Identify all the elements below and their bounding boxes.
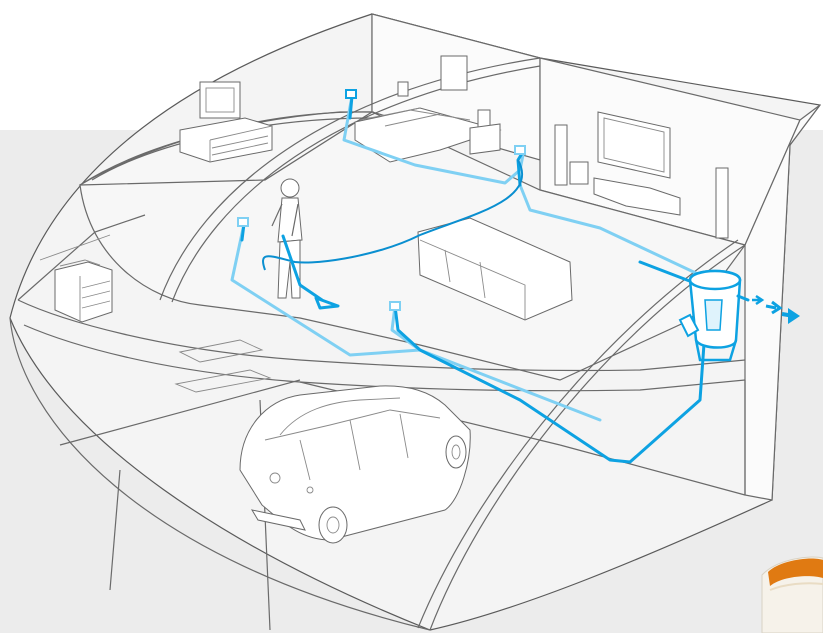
bedroom-picture bbox=[441, 56, 467, 90]
speaker-left bbox=[555, 125, 567, 185]
wall-inlet-icon bbox=[346, 90, 356, 98]
side-room-cabinet bbox=[55, 260, 112, 322]
wall-inlet-icon bbox=[238, 218, 248, 226]
product-canister bbox=[762, 557, 823, 633]
wall-inlet-icon bbox=[515, 146, 525, 154]
speaker-right bbox=[716, 168, 728, 238]
wall-inlet-icon bbox=[390, 302, 400, 310]
